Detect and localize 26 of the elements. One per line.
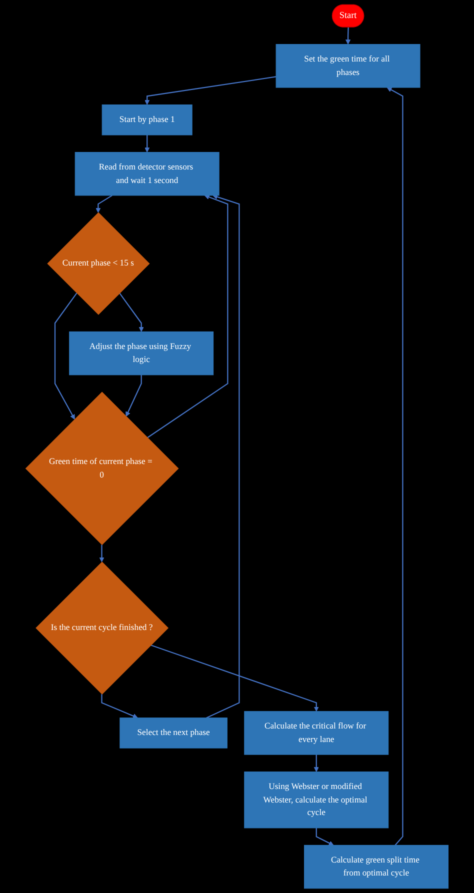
arrow — [206, 194, 240, 718]
node-box: Select the next phase — [120, 718, 228, 748]
arrow — [147, 194, 228, 438]
node-box: Read from detector sensors and wait 1 second — [74, 152, 220, 196]
arrow — [96, 194, 112, 213]
node-diamond: Is the current cycle finished ? — [36, 562, 169, 695]
arrow — [101, 694, 138, 718]
node-box: Calculate the critical flow for every lane — [244, 711, 389, 755]
arrow — [54, 292, 78, 420]
arrow — [144, 135, 150, 152]
arrow — [126, 374, 142, 417]
node-box: Using Webster or modified Webster, calculate the optimal cycle — [244, 772, 389, 828]
arrow — [150, 644, 319, 712]
node-box: Adjust the phase using Fuzzy logic — [69, 331, 214, 376]
node-box: Set the green time for all phases — [276, 44, 420, 88]
arrow — [119, 292, 144, 332]
arrow — [346, 27, 351, 45]
node-box: Calculate green split time from optimal cycle — [304, 844, 448, 889]
arrow — [99, 544, 104, 562]
node-diamond: Green time of current phase = 0 — [25, 392, 179, 546]
arrow — [144, 76, 276, 105]
node-box: Start by phase 1 — [102, 104, 192, 136]
arrow — [314, 754, 319, 772]
arrow — [316, 828, 334, 846]
node-diamond: Current phase < 15 s — [47, 212, 150, 315]
arrow — [386, 87, 404, 846]
